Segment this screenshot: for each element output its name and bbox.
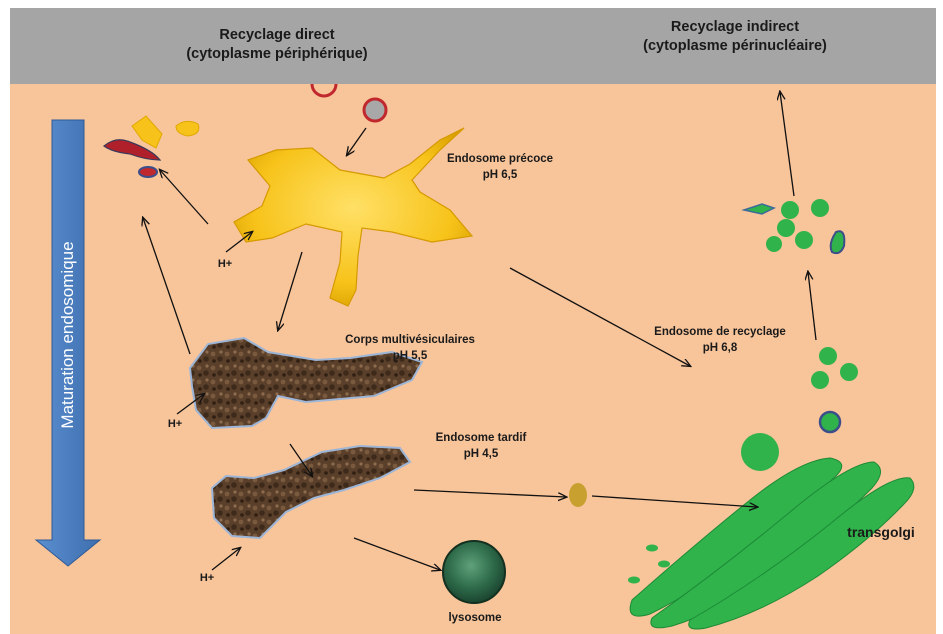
arrow-late-to-lysosome: [354, 538, 440, 570]
recycling-endosome-label: Endosome de recyclage pH 6,8: [640, 324, 800, 356]
direct-recycling-vesicles: [104, 116, 199, 177]
mvb-ph: pH 5,5: [330, 348, 490, 364]
recycling-endosome-ph: pH 6,8: [640, 340, 800, 356]
h-plus-label-2: H+: [160, 416, 190, 432]
arrow-indirect-recycling: [780, 92, 794, 196]
lysosome-label: lysosome: [440, 610, 510, 626]
recycling-endosome-name: Endosome de recyclage: [640, 324, 800, 340]
late-endosome: [212, 446, 410, 538]
mvb-label: Corps multivésiculaires pH 5,5: [330, 332, 490, 364]
direct-recycling-title: Recyclage direct (cytoplasme périphériqu…: [162, 26, 392, 64]
arrow-direct-recycling-1: [160, 170, 208, 224]
lysosome: [443, 541, 505, 603]
arrow-uptake: [347, 128, 366, 155]
indirect-recycling-title: Recyclage indirect (cytoplasme périnuclé…: [610, 18, 860, 56]
arrow-direct-recycling-2: [143, 218, 190, 354]
maturation-label: Maturation endosomique: [57, 215, 79, 455]
h-plus-label-1: H+: [210, 256, 240, 272]
late-endosome-label: Endosome tardif pH 4,5: [416, 430, 546, 462]
arrow-early-to-mvb: [278, 252, 302, 330]
arrow-vesicle-to-golgi: [592, 496, 757, 507]
mvb-name: Corps multivésiculaires: [330, 332, 490, 348]
arrow-late-to-vesicle: [414, 490, 566, 497]
transport-vesicle: [569, 483, 587, 507]
h-plus-label-3: H+: [192, 570, 222, 586]
early-endosome-name: Endosome précoce: [430, 151, 570, 167]
indirect-recycling-title-line1: Recyclage indirect: [610, 18, 860, 37]
arrow-golgi-to-vesicles: [808, 272, 816, 340]
arrow-hplus-3: [212, 548, 240, 570]
transgolgi-label: transgolgi: [836, 524, 926, 540]
indirect-recycling-vesicles: [744, 199, 844, 253]
incoming-vesicles: [312, 84, 386, 121]
early-endosome-label: Endosome précoce pH 6,5: [430, 151, 570, 183]
direct-recycling-title-line2: (cytoplasme périphérique): [162, 45, 392, 64]
indirect-recycling-title-line2: (cytoplasme périnucléaire): [610, 37, 860, 56]
late-endosome-name: Endosome tardif: [416, 430, 546, 446]
recycling-endosome-vesicles: [811, 347, 858, 432]
golgi-vesicle: [741, 433, 779, 471]
direct-recycling-title-line1: Recyclage direct: [162, 26, 392, 45]
early-endosome-ph: pH 6,5: [430, 167, 570, 183]
late-endosome-ph: pH 4,5: [416, 446, 546, 462]
